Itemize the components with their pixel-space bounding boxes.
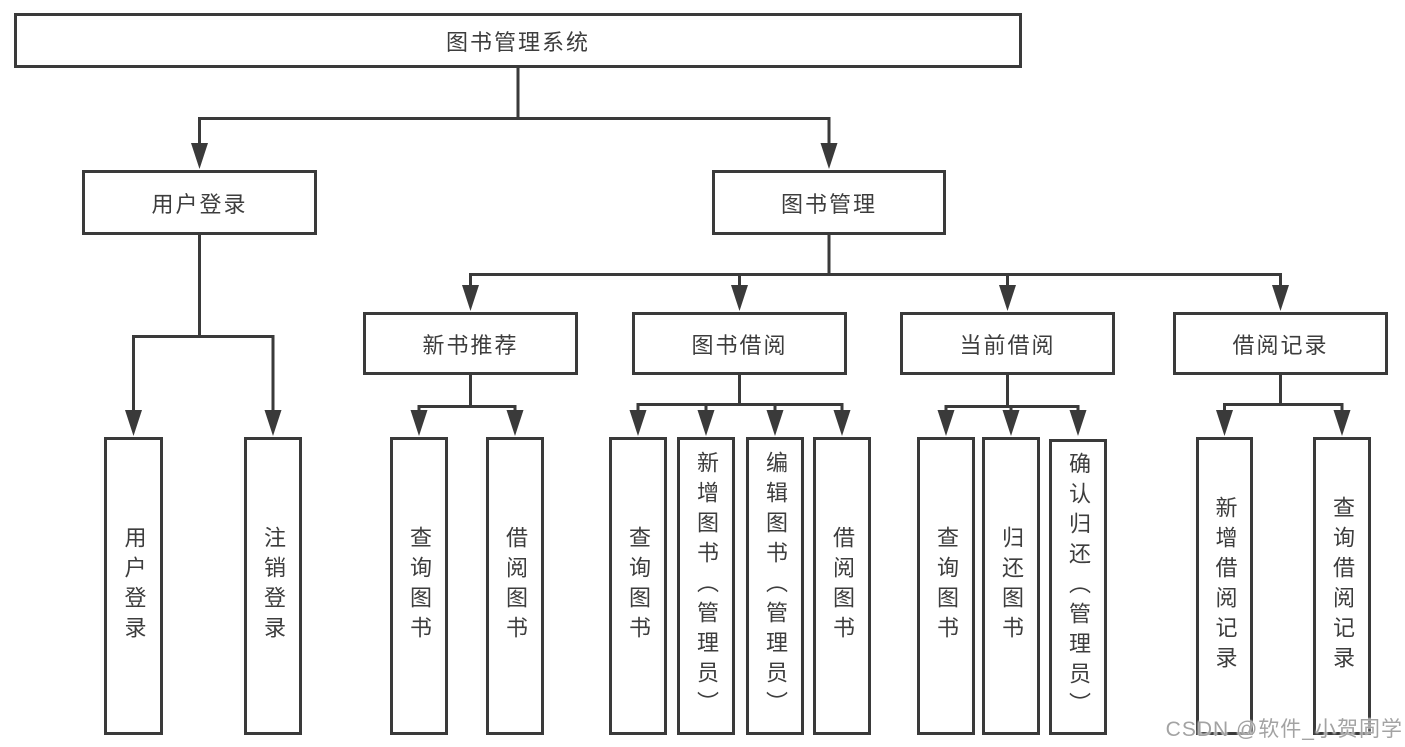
leaf-borrow-query-book-label: 查询图书 <box>626 526 651 646</box>
leaf-query-borrow-record-label: 查询借阅记录 <box>1330 496 1355 676</box>
arrowhead-icon <box>999 285 1016 311</box>
arrowhead-icon <box>820 143 838 169</box>
node-new-book-recommend: 新书推荐 <box>363 312 578 375</box>
arrowhead-icon <box>462 285 479 311</box>
node-root: 图书管理系统 <box>14 13 1022 68</box>
leaf-query-borrow-record: 查询借阅记录 <box>1313 437 1371 735</box>
arrowhead-icon <box>506 410 524 436</box>
node-current-borrow-label: 当前借阅 <box>959 332 1056 358</box>
node-user-login: 用户登录 <box>82 170 317 235</box>
arrowhead-icon <box>629 410 647 436</box>
leaf-return-book-label: 归还图书 <box>999 526 1024 646</box>
arrowhead-icon <box>1272 285 1289 311</box>
leaf-user-login: 用户登录 <box>104 437 163 735</box>
leaf-logout-label: 注销登录 <box>261 526 286 646</box>
arrowhead-icon <box>937 410 955 436</box>
connector-paths <box>132 68 1344 420</box>
leaf-newbook-borrow-book-label: 借阅图书 <box>503 526 528 646</box>
leaf-add-book-admin: 新增图书（管理员） <box>677 437 735 735</box>
leaf-edit-book-admin: 编辑图书（管理员） <box>746 437 804 735</box>
leaf-newbook-query-book: 查询图书 <box>390 437 448 735</box>
node-root-label: 图书管理系统 <box>445 29 590 55</box>
arrowhead-icon <box>191 143 208 169</box>
leaf-add-book-admin-label: 新增图书（管理员） <box>694 451 719 721</box>
node-user-login-label: 用户登录 <box>151 191 248 217</box>
leaf-edit-book-admin-label: 编辑图书（管理员） <box>763 451 788 721</box>
csdn-watermark: CSDN @软件_小贺同学 <box>1165 718 1403 741</box>
leaf-current-query-book-label: 查询图书 <box>934 526 959 646</box>
arrowhead-icon <box>731 285 748 311</box>
leaf-newbook-borrow-book: 借阅图书 <box>486 437 544 735</box>
node-book-management: 图书管理 <box>712 170 946 235</box>
leaf-current-query-book: 查询图书 <box>917 437 975 735</box>
node-book-management-label: 图书管理 <box>780 191 877 217</box>
arrowhead-icon <box>1333 410 1351 436</box>
arrowhead-icon <box>833 410 851 436</box>
arrowhead-icon <box>410 410 428 436</box>
node-book-borrow: 图书借阅 <box>632 312 847 375</box>
arrowhead-icon <box>697 410 715 436</box>
arrowhead-icon <box>264 410 282 436</box>
leaf-logout: 注销登录 <box>244 437 302 735</box>
leaf-add-borrow-record: 新增借阅记录 <box>1196 437 1253 735</box>
arrowhead-icon <box>1216 410 1233 436</box>
node-new-book-recommend-label: 新书推荐 <box>422 332 519 358</box>
leaf-borrow-borrow-book: 借阅图书 <box>813 437 871 735</box>
node-borrow-record-label: 借阅记录 <box>1232 332 1329 358</box>
arrowhead-icon <box>1069 410 1087 436</box>
leaf-newbook-query-book-label: 查询图书 <box>407 526 432 646</box>
leaf-user-login-label: 用户登录 <box>121 526 147 646</box>
node-current-borrow: 当前借阅 <box>900 312 1115 375</box>
leaf-confirm-return-admin-label: 确认归还（管理员） <box>1066 452 1091 722</box>
leaf-return-book: 归还图书 <box>982 437 1040 735</box>
node-borrow-record: 借阅记录 <box>1173 312 1388 375</box>
leaf-borrow-borrow-book-label: 借阅图书 <box>830 526 855 646</box>
arrowhead-icon <box>125 410 142 436</box>
arrowhead-icon <box>766 410 784 436</box>
leaf-confirm-return-admin: 确认归还（管理员） <box>1049 439 1107 735</box>
leaf-add-borrow-record-label: 新增借阅记录 <box>1212 496 1238 676</box>
arrowhead-icon <box>1002 410 1020 436</box>
arrowheads <box>125 143 1351 436</box>
node-book-borrow-label: 图书借阅 <box>691 332 788 358</box>
leaf-borrow-query-book: 查询图书 <box>609 437 667 735</box>
